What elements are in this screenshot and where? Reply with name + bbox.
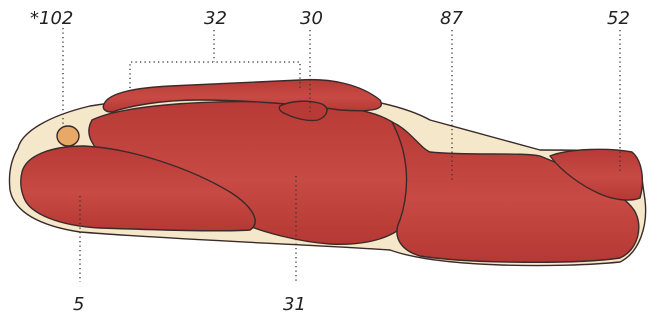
label-31: 31	[283, 294, 306, 315]
label-5: 5	[73, 294, 84, 315]
label-30: 30	[300, 8, 323, 29]
label-32: 32	[204, 8, 227, 29]
gland-102	[57, 126, 79, 146]
label-52: 52	[607, 8, 630, 29]
label-102: *102	[30, 8, 73, 29]
label-87: 87	[440, 8, 463, 29]
